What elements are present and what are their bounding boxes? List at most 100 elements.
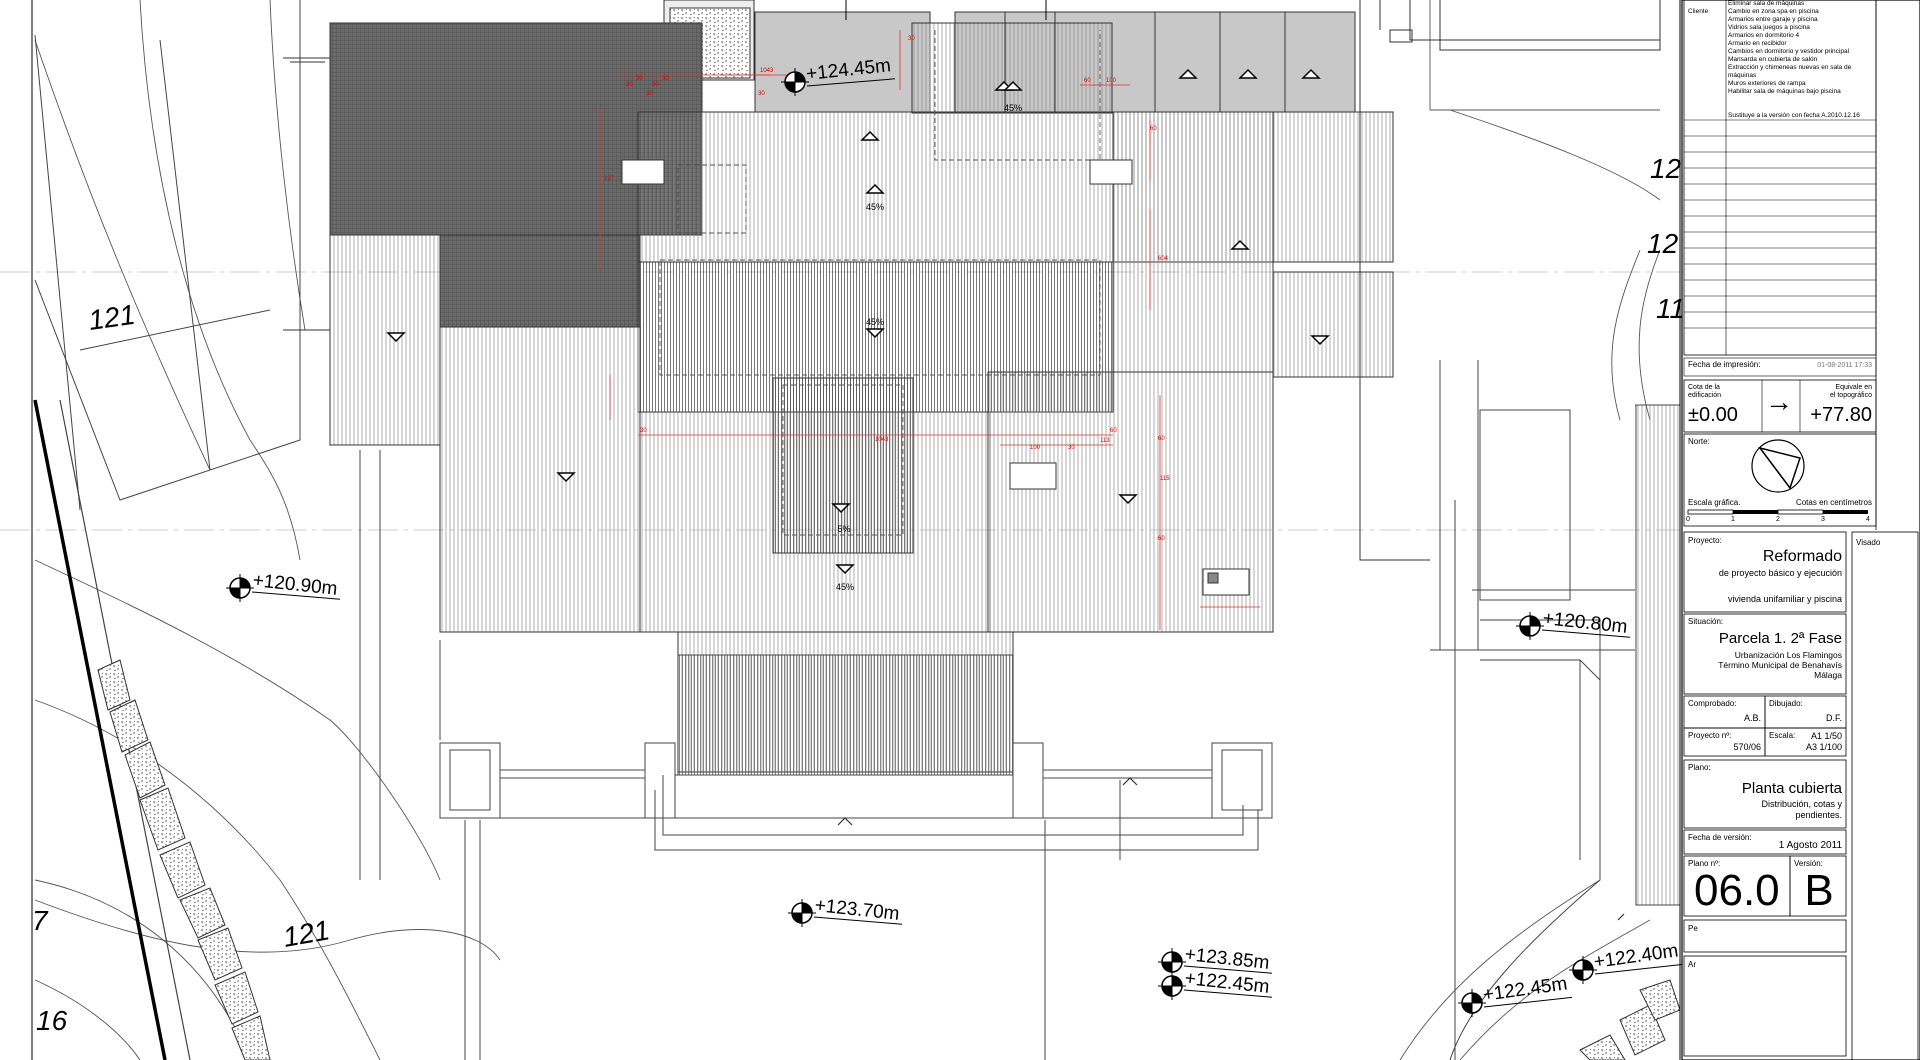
dimension-label: 30 — [908, 36, 915, 42]
drawn-value: D.F. — [1825, 713, 1842, 723]
plan-no-label: Plano nº: — [1688, 859, 1721, 868]
level-marker: +123.70m — [788, 895, 903, 927]
print-date-label: Fecha de impresión: — [1688, 360, 1761, 369]
revision-item: Mansarda en cubierta de salón — [1728, 56, 1818, 63]
version: B — [1804, 866, 1834, 915]
replaces-note: Sustituye a la versión con fecha A.2010.… — [1728, 112, 1860, 119]
equiv-label-2: el topográfico — [1829, 392, 1872, 399]
version-label: Versión: — [1794, 859, 1823, 868]
pe-label: Pe — [1688, 924, 1698, 933]
version-date-label: Fecha de versión: — [1688, 833, 1752, 842]
cota-label-2: edificación — [1688, 392, 1722, 399]
axis-ticks — [845, 0, 1047, 20]
roof-planes — [329, 11, 1394, 776]
stone-wall-left — [97, 659, 271, 1060]
dimension-label: 60 — [1158, 436, 1165, 442]
equiv-label-1: Equivale en — [1835, 384, 1872, 391]
title-block — [1679, 0, 1920, 1060]
scale-label: Escala gráfica. — [1688, 498, 1741, 507]
contour-labels: 121 121 12 12 11 16 7 — [32, 153, 1685, 1036]
level-marker: +122.45m — [1458, 973, 1573, 1017]
scale-label-2: Escala: — [1769, 731, 1796, 740]
roof-flat-grey — [754, 11, 931, 113]
scale-values: A1 1/50 A3 1/100 — [1800, 731, 1842, 753]
dimension-label: 1043 — [760, 68, 774, 74]
project-sub-1: de proyecto básico y ejecución — [1718, 568, 1842, 578]
equiv-label: Equivale en el topográfico — [1804, 384, 1872, 400]
location-lines: Urbanización Los Flamingos Término Munic… — [1688, 650, 1842, 680]
checked-label: Comprobado: — [1688, 699, 1737, 708]
scale-a1: A1 1/50 — [1810, 731, 1842, 741]
plan-sub-1: Distribución, cotas y — [1761, 799, 1842, 809]
revision-item: Eliminar sala de máquinas — [1728, 0, 1805, 7]
visado-label: Visado — [1856, 538, 1881, 547]
dimension-label: 60 — [1084, 78, 1091, 84]
location-2: Término Municipal de Benahavís — [1718, 660, 1842, 670]
revision-item: Cambios en dormitorio y vestidor princip… — [1728, 48, 1850, 55]
plan-title: Planta cubierta — [1741, 780, 1842, 797]
level-marker: +120.90m — [226, 570, 341, 602]
plan-label: Plano: — [1688, 763, 1711, 772]
plan-no: 06.0 — [1694, 866, 1780, 915]
contour-label: 121 — [87, 299, 138, 336]
equiv-value: +77.80 — [1810, 404, 1872, 426]
slope-label: 45% — [836, 582, 854, 592]
contour-label: 12 — [1647, 228, 1679, 259]
skylights — [621, 159, 1250, 596]
slope-label: 5% — [837, 524, 850, 534]
dimension-label: 30 — [626, 82, 633, 88]
revision-item: Armario en recibidor — [1728, 40, 1787, 47]
project-title: Reformado — [1762, 548, 1842, 565]
north-label: Norte: — [1688, 437, 1710, 446]
slope-label: 45% — [1004, 103, 1022, 113]
contour-label: 11 — [1656, 293, 1685, 324]
slope-label: 45% — [866, 202, 884, 212]
location-label: Situación: — [1688, 617, 1724, 626]
contour-label: 12 — [1650, 153, 1682, 184]
dimension-lines — [599, 30, 1260, 630]
level-marker: +122.40m — [1569, 940, 1684, 984]
dimension-label: 197 — [604, 176, 615, 182]
revision-item: Habilitar sala de máquinas bajo piscina — [1728, 88, 1841, 95]
terraces — [359, 360, 1681, 1060]
scale-a3: A3 1/100 — [1805, 742, 1842, 752]
cota-label: Cota de la edificación — [1688, 384, 1721, 400]
dimension-label: 115 — [1160, 476, 1170, 482]
slope-label: 45% — [866, 317, 884, 327]
dimension-label: 60 — [1158, 536, 1165, 542]
dimension-label: 30 — [1068, 445, 1075, 451]
revision-item: Vidrios sala juegos a piscina — [1728, 24, 1810, 31]
dimension-label: 60 — [1110, 428, 1117, 434]
revision-item: Extracción y chimeneas nuevas en sala de… — [1728, 64, 1852, 79]
checked-value: A.B. — [1743, 713, 1761, 723]
dimension-label: 30 — [758, 91, 765, 97]
dimension-label: 30 — [646, 91, 653, 97]
contour-label: 7 — [32, 905, 49, 936]
scale-tick: 0 — [1686, 516, 1690, 523]
location-3: Málaga — [1814, 670, 1842, 680]
revision-item: Armarios entre garaje y piscina — [1728, 16, 1818, 23]
dimension-label: 30 — [640, 428, 647, 434]
dimension-label: 30 — [662, 76, 669, 82]
slope-labels: 45% 45% 45% 5% 45% — [836, 103, 1022, 592]
contour-label: 16 — [36, 1005, 68, 1036]
units-label: Cotas en centímetros — [1795, 498, 1872, 507]
cota-label-1: Cota de la — [1688, 384, 1720, 391]
dimension-label: 30 — [636, 76, 643, 82]
dimension-label: 1043 — [875, 437, 889, 443]
level-marker: +122.45m — [1158, 968, 1273, 1000]
dimension-label: 100 — [1030, 445, 1041, 451]
plan-sub-2: pendientes. — [1795, 810, 1842, 820]
dimension-label: 60 — [1150, 126, 1157, 132]
stone-wall-right — [1579, 979, 1681, 1060]
revision-item: Armarios en dormitorio 4 — [1728, 32, 1800, 39]
dimension-label: 113 — [1100, 438, 1110, 444]
revision-item: Muros exteriores de rampa — [1728, 80, 1806, 87]
scale-tick: 1 — [1731, 516, 1735, 523]
ar-label: Ar — [1688, 960, 1696, 969]
arrow-icon: → — [1765, 386, 1793, 417]
contour-label: 121 — [281, 914, 332, 953]
